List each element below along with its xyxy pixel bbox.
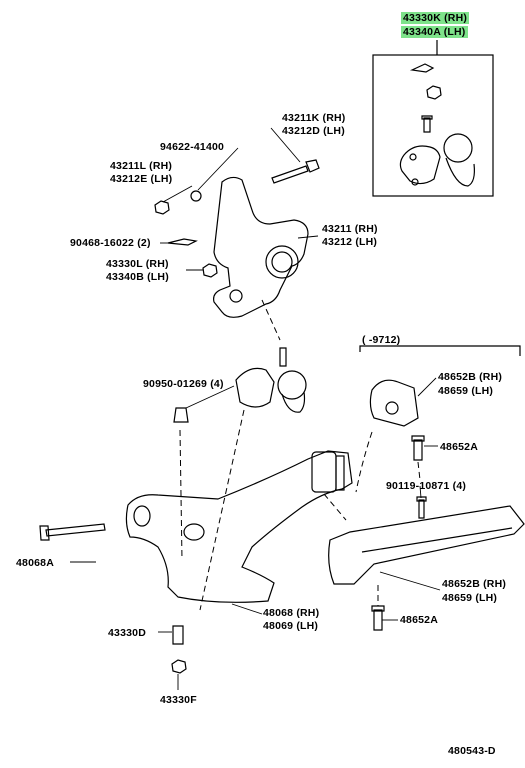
- label-43211k-rh: 43211K (RH): [282, 112, 346, 124]
- label-48068-rh: 48068 (RH): [263, 607, 320, 619]
- stabilizer-bracket-icon: [369, 379, 419, 427]
- inset-clip-icon: [409, 63, 435, 73]
- ball-joint-nut-icon: [202, 263, 218, 278]
- label-48659-lh-top: 48659 (LH): [438, 385, 494, 397]
- label-48659-lh-bot: 48659 (LH): [442, 592, 498, 604]
- label-43212d-lh: 43212D (LH): [282, 125, 345, 137]
- lower-ball-joint-icon: [235, 367, 275, 408]
- inset-nut-icon: [426, 85, 442, 100]
- cotter-cap-icon: [171, 659, 187, 674]
- label-43330f: 43330F: [160, 694, 197, 706]
- label-48652a-bot: 48652A: [400, 614, 438, 626]
- small-bolt-icon: [416, 496, 427, 519]
- label-90468: 90468-16022 (2): [70, 237, 151, 249]
- label-48069-lh: 48069 (LH): [263, 620, 319, 632]
- member-bracket-icon: [328, 505, 525, 585]
- cushion-icon: [173, 407, 189, 423]
- label-range: ( -9712): [362, 334, 401, 346]
- arm-bolt-icon: [39, 523, 106, 541]
- inset-bolt-icon: [421, 115, 433, 133]
- label-43340b-lh: 43340B (LH): [106, 271, 169, 283]
- highlighted-part-lh: 43340A (LH): [401, 26, 468, 38]
- label-48652b-rh-bot: 48652B (RH): [442, 578, 507, 590]
- label-94622: 94622-41400: [160, 141, 225, 153]
- inset-ball-joint-icon: [399, 145, 441, 185]
- label-43212e-lh: 43212E (LH): [110, 173, 173, 185]
- label-48652a-top: 48652A: [440, 441, 478, 453]
- label-43330l-rh: 43330L (RH): [106, 258, 169, 270]
- label-43330d: 43330D: [108, 627, 146, 639]
- highlighted-part-rh: 43330K (RH): [401, 12, 470, 24]
- castle-nut-icon: [172, 625, 184, 645]
- label-48068a: 48068A: [16, 557, 54, 569]
- label-43212-lh: 43212 (LH): [322, 236, 378, 248]
- label-90950: 90950-01269 (4): [143, 378, 224, 390]
- label-43211l-rh: 43211L (RH): [110, 160, 173, 172]
- clip-icon: [167, 238, 198, 246]
- label-48652b-rh-top: 48652B (RH): [438, 371, 503, 383]
- knuckle-bolt-icon: [271, 159, 320, 184]
- label-43211-rh: 43211 (RH): [322, 223, 378, 235]
- washer-icon: [190, 190, 202, 202]
- knuckle-nut-icon: [154, 200, 170, 215]
- bracket-bolt-bottom-icon: [371, 605, 385, 631]
- label-90119: 90119-10871 (4): [386, 480, 467, 492]
- figure-code: 480543-D: [448, 745, 496, 757]
- bracket-bolt-top-icon: [411, 435, 425, 461]
- lower-control-arm-icon: [125, 450, 353, 603]
- steering-knuckle-icon: [213, 176, 309, 318]
- ball-joint-inset-box: [372, 54, 494, 197]
